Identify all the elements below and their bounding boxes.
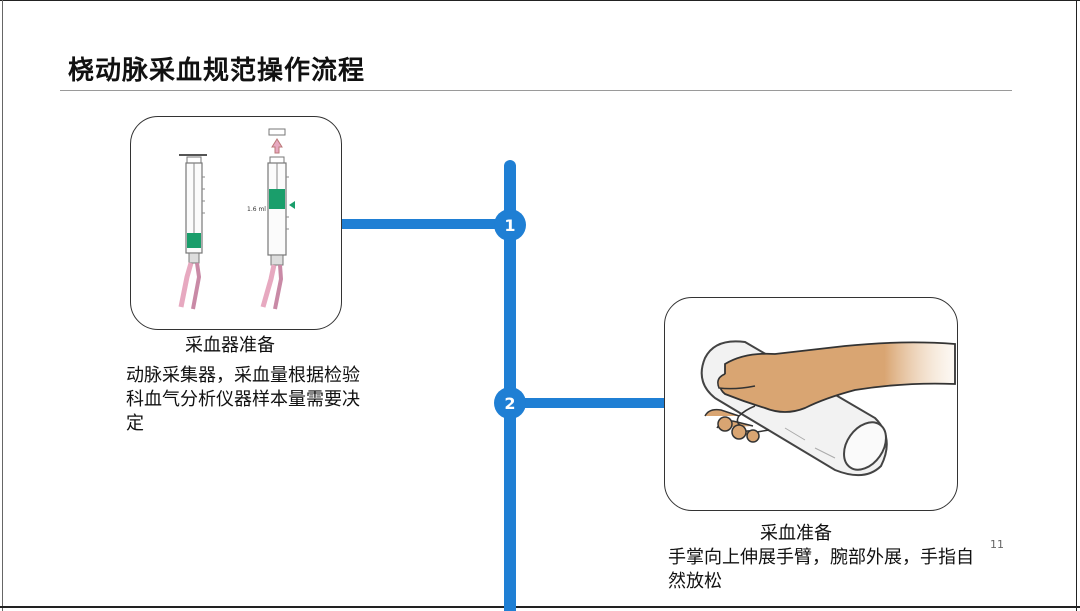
timeline-connector-2 [515, 398, 670, 408]
slide-border [0, 0, 1080, 1]
step-1-image-card: 1.6 ml [130, 116, 342, 330]
slide-border [2, 0, 3, 611]
page-number: 11 [990, 538, 1004, 551]
title-divider [60, 90, 1012, 91]
timeline-vertical-line [504, 160, 516, 611]
arm [719, 341, 956, 413]
syringe-illustration: 1.6 ml [178, 128, 295, 310]
syringe-filled: 1.6 ml [247, 128, 295, 310]
slide-border [1076, 0, 1077, 611]
timeline-connector-1 [340, 219, 510, 229]
hand-illustration [700, 340, 956, 477]
step-2-image-card [664, 297, 958, 511]
step-1-node: 1 [494, 209, 526, 241]
step-1-description: 动脉采集器，采血量根据检验科血气分析仪器样本量需要决定 [126, 365, 360, 434]
syringe-empty [178, 154, 207, 310]
step-1-title: 采血器准备 [185, 335, 275, 356]
slide-border [0, 606, 1080, 608]
step-2-description: 手掌向上伸展手臂，腕部外展，手指自然放松 [668, 547, 974, 592]
slide-title: 桡动脉采血规范操作流程 [68, 56, 366, 86]
step-2-node: 2 [494, 387, 526, 419]
volume-label: 1.6 ml [247, 206, 266, 213]
step-2-title: 采血准备 [760, 523, 832, 544]
